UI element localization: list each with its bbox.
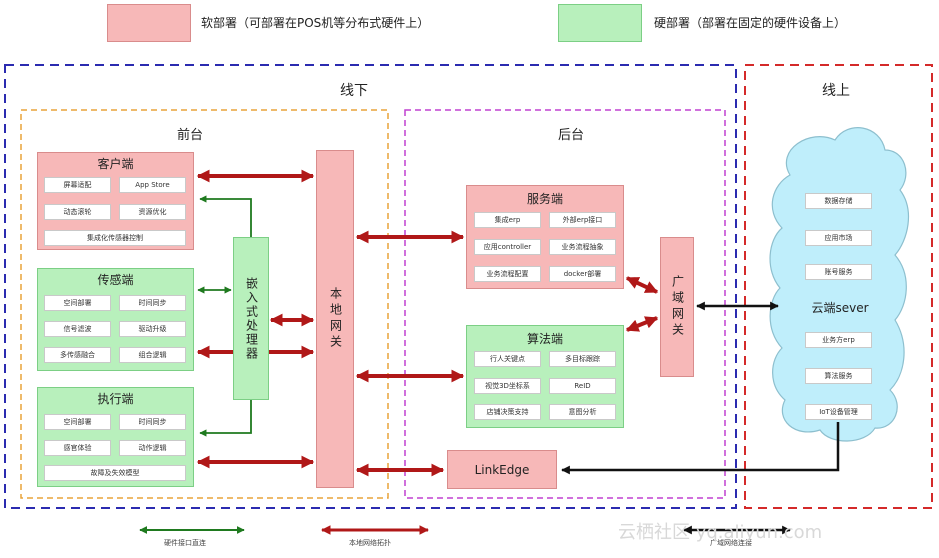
legend-hard-swatch bbox=[558, 4, 642, 42]
service-item: 业务流程配置 bbox=[474, 266, 541, 282]
legend-hard-label: 硬部署（部署在固定的硬件设备上） bbox=[654, 16, 847, 30]
algorithm-item: 店铺决策支持 bbox=[474, 404, 541, 420]
legend-wan-label: 广域网络连接 bbox=[710, 539, 752, 547]
arrow-embedded-client bbox=[199, 195, 252, 237]
sensor-item: 多传感融合 bbox=[44, 347, 111, 363]
online-label: 线上 bbox=[822, 83, 850, 99]
client-title: 客户端 bbox=[97, 156, 134, 171]
service-item: docker部署 bbox=[549, 266, 616, 282]
algorithm-item: ReID bbox=[549, 378, 616, 394]
service-item: 外部erp接口 bbox=[549, 212, 616, 228]
arrow-algorithm-wan bbox=[625, 316, 659, 332]
service-box: 服务端 集成erp 外部erp接口 应用controller 业务流程抽象 业务… bbox=[466, 185, 624, 289]
sensor-item: 组合逻辑 bbox=[119, 347, 186, 363]
embedded-processor-label: 嵌入式处理器 bbox=[244, 276, 259, 361]
arrow-embedded-executor bbox=[199, 400, 252, 437]
linkedge-box: LinkEdge bbox=[447, 450, 557, 489]
cloud-item: 账号服务 bbox=[805, 264, 872, 280]
client-item: 屏幕适配 bbox=[44, 177, 111, 193]
client-item: App Store bbox=[119, 177, 186, 193]
arrow-cloud-linkedge bbox=[561, 422, 840, 475]
executor-item: 空间部署 bbox=[44, 414, 111, 430]
executor-item: 感官体验 bbox=[44, 440, 111, 456]
offline-label: 线下 bbox=[340, 83, 368, 99]
sensor-item: 空间部署 bbox=[44, 295, 111, 311]
client-item: 资源优化 bbox=[119, 204, 186, 220]
service-item: 集成erp bbox=[474, 212, 541, 228]
legend-soft-swatch bbox=[107, 4, 191, 42]
cloud-title: 云端sever bbox=[811, 300, 869, 315]
watermark: 云栖社区 yq.aliyun.com bbox=[618, 522, 823, 543]
cloud-item: 算法服务 bbox=[805, 368, 872, 384]
legend-lan-label: 本地网络拓扑 bbox=[349, 539, 391, 547]
front-label: 前台 bbox=[177, 128, 204, 143]
local-gateway-label: 本地网关 bbox=[328, 287, 343, 351]
algorithm-item: 意图分析 bbox=[549, 404, 616, 420]
service-item: 应用controller bbox=[474, 239, 541, 255]
service-title: 服务端 bbox=[526, 191, 563, 206]
cloud-shape bbox=[769, 127, 909, 442]
wan-gateway: 广域网关 bbox=[660, 237, 694, 377]
cloud-item: 数据存储 bbox=[805, 193, 872, 209]
executor-item: 动作逻辑 bbox=[119, 440, 186, 456]
executor-box: 执行端 空间部署 时间同步 感官体验 动作逻辑 故障及失效模型 bbox=[37, 387, 194, 487]
client-box: 客户端 屏幕适配 App Store 动态滚轮 资源优化 集成化传感器控制 bbox=[37, 152, 194, 250]
executor-item: 时间同步 bbox=[119, 414, 186, 430]
front-region bbox=[20, 109, 389, 499]
algorithm-title: 算法端 bbox=[526, 331, 563, 346]
sensor-box: 传感端 空间部署 时间同步 信号滤波 驱动升级 多传感融合 组合逻辑 bbox=[37, 268, 194, 371]
algorithm-box: 算法端 行人关键点 多目标跟踪 视觉3D坐标系 ReID 店铺决策支持 意图分析 bbox=[466, 325, 624, 428]
client-item: 集成化传感器控制 bbox=[44, 230, 186, 246]
embedded-processor: 嵌入式处理器 bbox=[233, 237, 269, 400]
executor-title: 执行端 bbox=[97, 391, 134, 406]
cloud-item: 业务方erp bbox=[805, 332, 872, 348]
client-item: 动态滚轮 bbox=[44, 204, 111, 220]
algorithm-item: 行人关键点 bbox=[474, 351, 541, 367]
arrow-service-wan bbox=[625, 276, 659, 294]
online-region bbox=[744, 64, 933, 509]
sensor-item: 驱动升级 bbox=[119, 321, 186, 337]
back-label: 后台 bbox=[558, 128, 585, 143]
algorithm-item: 视觉3D坐标系 bbox=[474, 378, 541, 394]
legend-hw-link-label: 硬件接口直连 bbox=[164, 539, 206, 547]
sensor-item: 信号滤波 bbox=[44, 321, 111, 337]
legend-soft-label: 软部署（可部署在POS机等分布式硬件上） bbox=[201, 16, 430, 30]
executor-item: 故障及失效模型 bbox=[44, 465, 186, 481]
algorithm-item: 多目标跟踪 bbox=[549, 351, 616, 367]
cloud-item: 应用市场 bbox=[805, 230, 872, 246]
cloud-item: IoT设备管理 bbox=[805, 404, 872, 420]
local-gateway: 本地网关 bbox=[316, 150, 354, 488]
sensor-item: 时间同步 bbox=[119, 295, 186, 311]
sensor-title: 传感端 bbox=[97, 272, 134, 287]
wan-gateway-label: 广域网关 bbox=[670, 275, 685, 339]
offline-region bbox=[4, 64, 737, 509]
service-item: 业务流程抽象 bbox=[549, 239, 616, 255]
